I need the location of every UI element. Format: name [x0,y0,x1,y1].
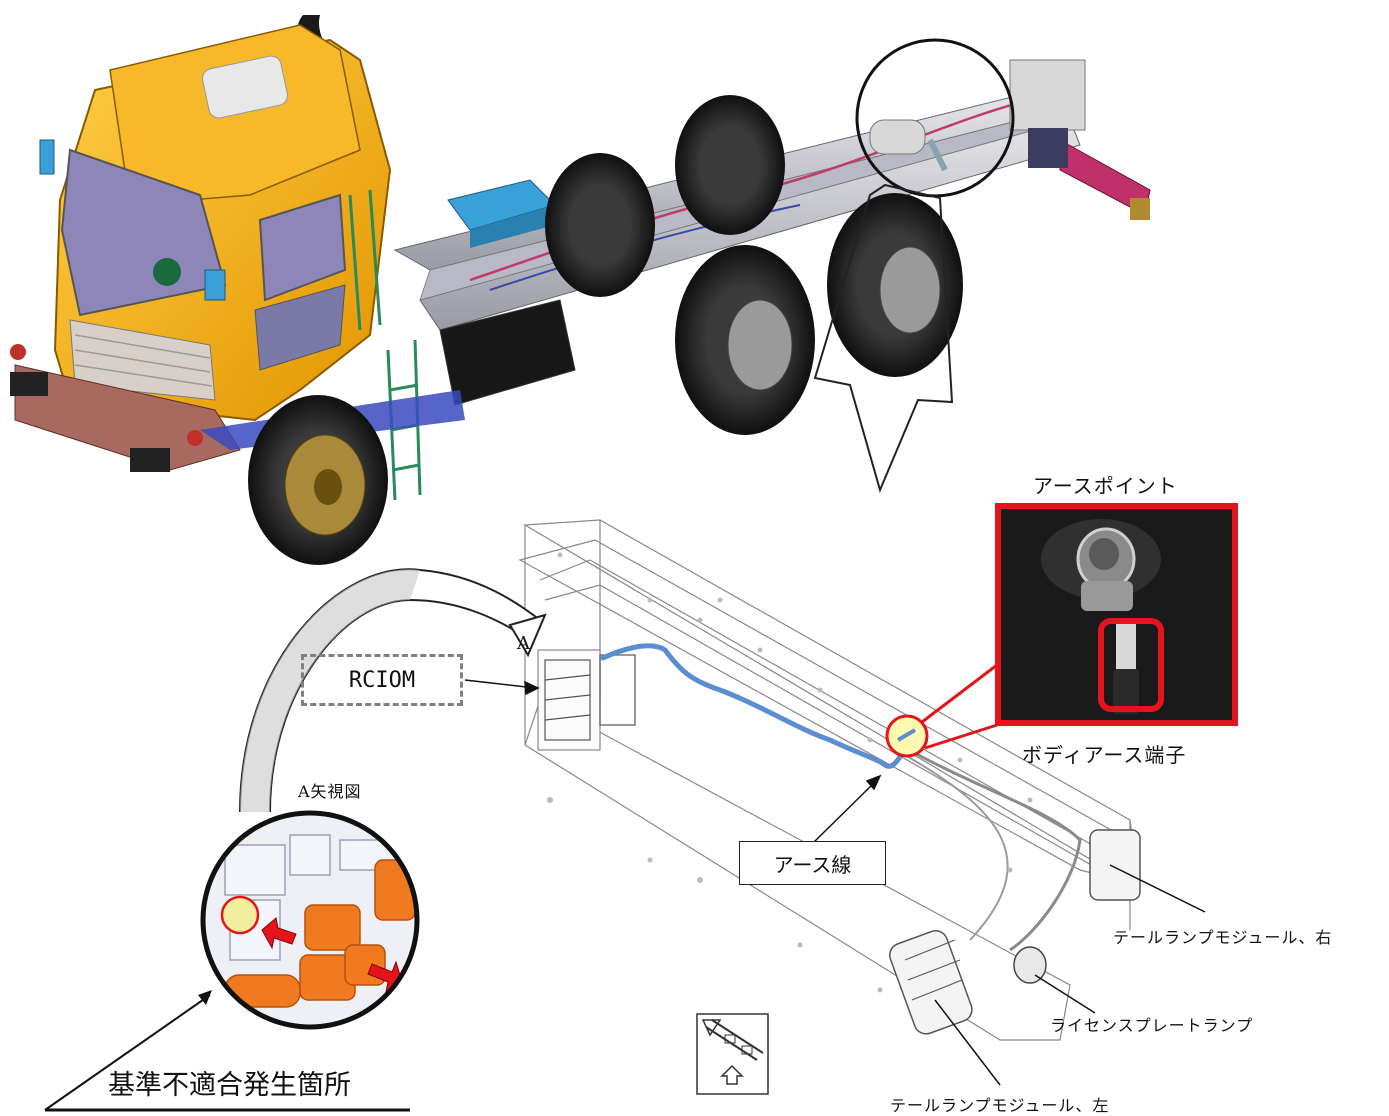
nonconformity-location-label: 基準不適合発生箇所 [108,1070,351,1101]
earth-point-photo [995,503,1238,726]
arrow-a-label: A [517,633,531,654]
truck-chassis-render [10,15,1151,565]
license-plate-lamp-label: ライセンスプレートランプ [1050,1016,1254,1035]
tail-lamp-left-label: テールランプモジュール、左 [890,1096,1110,1115]
rear-cross-member [1009,59,1086,131]
leader-lines [464,679,1206,1086]
rear-tire-2 [675,95,785,235]
rear-tire-1 [545,153,655,297]
earth-wire-label: アース線 [739,841,886,885]
side-window [258,193,347,302]
body-earth-terminal-label: ボディアース端子 [1022,743,1187,767]
zoom-arrow [813,183,954,494]
a-view-inset [203,813,417,1027]
truck-direction-arrow-icon [696,1013,769,1095]
earth-point-label: アースポイント [1033,474,1178,498]
a-view-circle-frame [200,810,420,1030]
earth-wire-harness [600,643,908,769]
tail-lamp-right-label: テールランプモジュール、右 [1113,928,1333,947]
a-view-title: A矢視図 [298,782,362,801]
front-bumper [14,364,241,471]
fuel-tank [439,299,576,406]
windshield [60,148,227,317]
rciom-label: RCIOM [301,654,463,706]
